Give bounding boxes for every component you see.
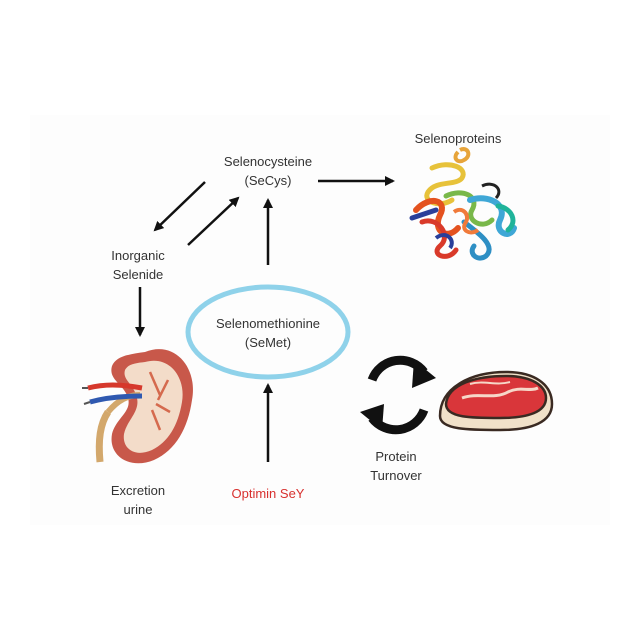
protein-turnover-label: Protein Turnover — [370, 449, 422, 483]
inorganic-selenide-label: Inorganic Selenide — [111, 248, 165, 282]
excretion-label: Excretion urine — [110, 483, 166, 517]
selenocysteine-label: Selenocysteine (SeCys) — [223, 154, 313, 188]
protein-ribbon-icon — [409, 147, 517, 261]
recycle-arrows-icon — [360, 355, 436, 435]
selenomethionine-label: Selenomethionine (SeMet) — [215, 316, 321, 350]
kidney-icon — [82, 349, 193, 464]
steak-icon — [438, 370, 554, 432]
selenomethionine-ellipse — [185, 284, 351, 380]
selenoproteins-label: Selenoproteins — [414, 131, 502, 146]
arrow-selenide-to-secys — [187, 196, 240, 246]
optimin-sey-label: Optimin SeY — [231, 486, 305, 501]
arrow-secys-to-selenide — [153, 181, 206, 232]
